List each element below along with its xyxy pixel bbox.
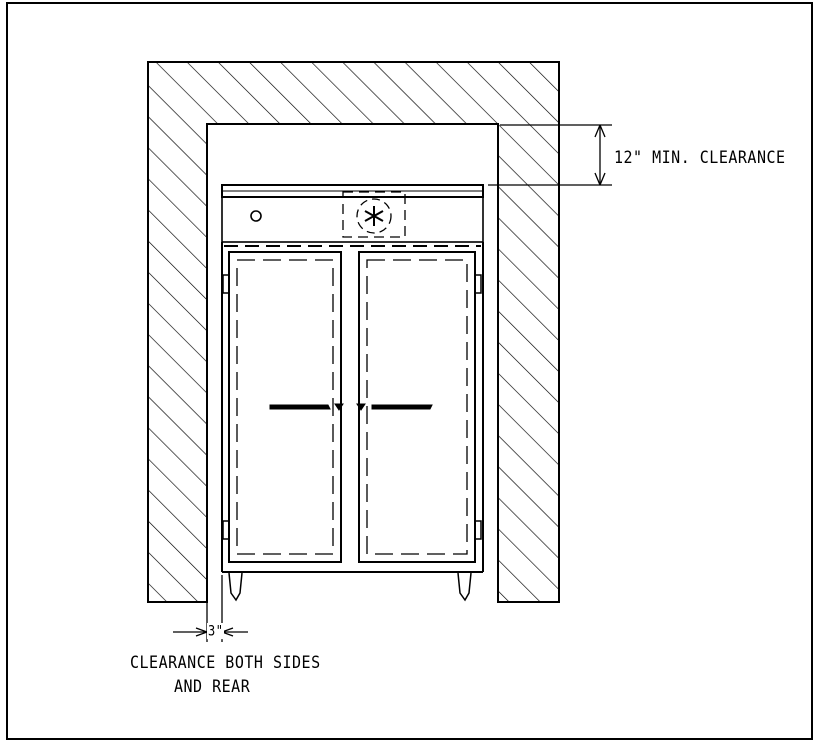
left-door-handle (269, 404, 331, 410)
fan-icon (342, 191, 406, 238)
top-clearance-label: 12" MIN. CLEARANCE (614, 147, 786, 168)
side-clearance-label-line2: AND REAR (174, 676, 251, 697)
side-clearance-label-line1: CLEARANCE BOTH SIDES (130, 652, 321, 673)
cabinet-legs (228, 572, 472, 602)
right-door (356, 251, 482, 563)
side-dimension-label: 3" (207, 623, 225, 640)
cabinet-body (221, 242, 484, 573)
cabinet-top-housing (221, 184, 484, 243)
wall-enclosure (147, 61, 560, 603)
indicator-light-icon (250, 210, 262, 222)
top-clearance-dimension (488, 124, 612, 186)
left-door (222, 251, 344, 563)
right-door-handle (371, 404, 433, 410)
